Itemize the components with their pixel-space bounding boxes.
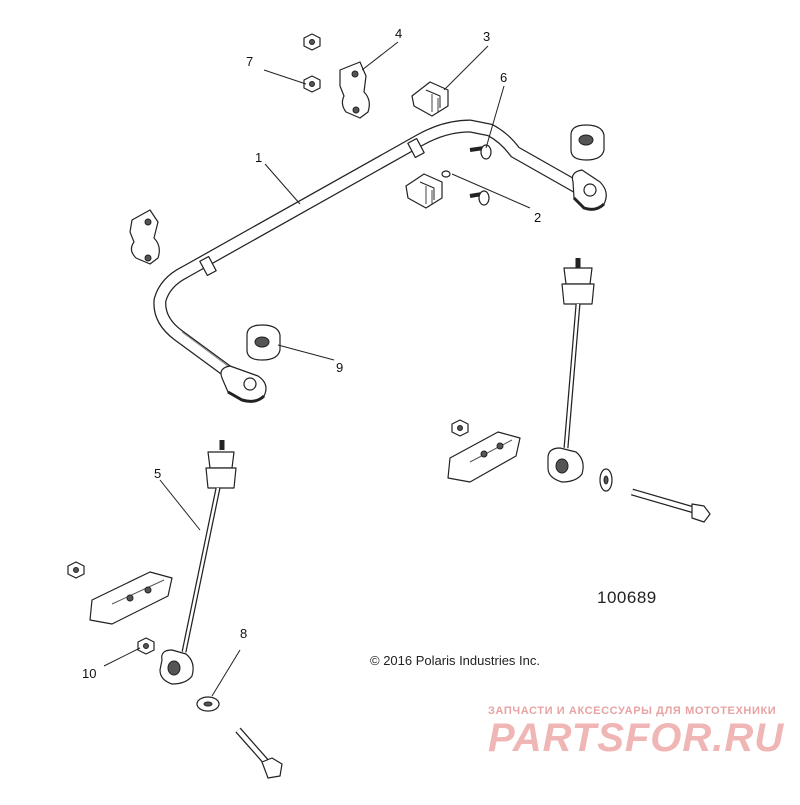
- nut-top-a: [303, 33, 321, 51]
- link-bracket-left: [89, 571, 173, 625]
- callout-9: 9: [336, 360, 343, 375]
- callout-3: 3: [483, 29, 490, 44]
- lock-washer: [441, 170, 451, 178]
- stabilizer-link-left: [159, 440, 237, 685]
- leader-lines: [103, 41, 531, 697]
- stabilizer-bar: [153, 119, 607, 403]
- bolt-small-a: [469, 144, 492, 160]
- nut-top-b: [303, 75, 321, 93]
- link-nut-left: [137, 637, 155, 655]
- callout-6: 6: [500, 70, 507, 85]
- end-bushing-right: [570, 124, 605, 161]
- callout-10: 10: [82, 666, 96, 681]
- watermark-tagline: ЗАПЧАСТИ И АКСЕССУАРЫ ДЛЯ МОТОТЕХНИКИ: [488, 705, 777, 717]
- end-bushing-left: [246, 324, 281, 361]
- diagram-number: 100689: [597, 588, 657, 607]
- link-washer-left: [196, 696, 220, 712]
- bracket-nut-right: [451, 419, 469, 437]
- link-bolt-left: [235, 727, 283, 779]
- link-bracket-right: [447, 431, 521, 483]
- callout-4: 4: [395, 26, 402, 41]
- split-bushing-top: [411, 81, 449, 117]
- callout-7: 7: [246, 54, 253, 69]
- copyright-notice: © 2016 Polaris Industries Inc.: [370, 653, 540, 668]
- bar-clamp-top: [339, 61, 370, 119]
- callout-8: 8: [240, 626, 247, 641]
- bracket-nut-left: [67, 561, 85, 579]
- split-bushing-middle: [405, 173, 443, 209]
- callout-1: 1: [255, 150, 262, 165]
- callout-5: 5: [154, 466, 161, 481]
- watermark-brand: PARTSFOR.RU: [488, 716, 785, 760]
- bolt-small-b: [469, 190, 490, 206]
- link-washer-right: [599, 468, 613, 492]
- stabilizer-link-right: [547, 258, 595, 483]
- bar-clamp-left: [129, 209, 160, 265]
- callout-2: 2: [534, 210, 541, 225]
- link-bolt-right: [631, 488, 711, 523]
